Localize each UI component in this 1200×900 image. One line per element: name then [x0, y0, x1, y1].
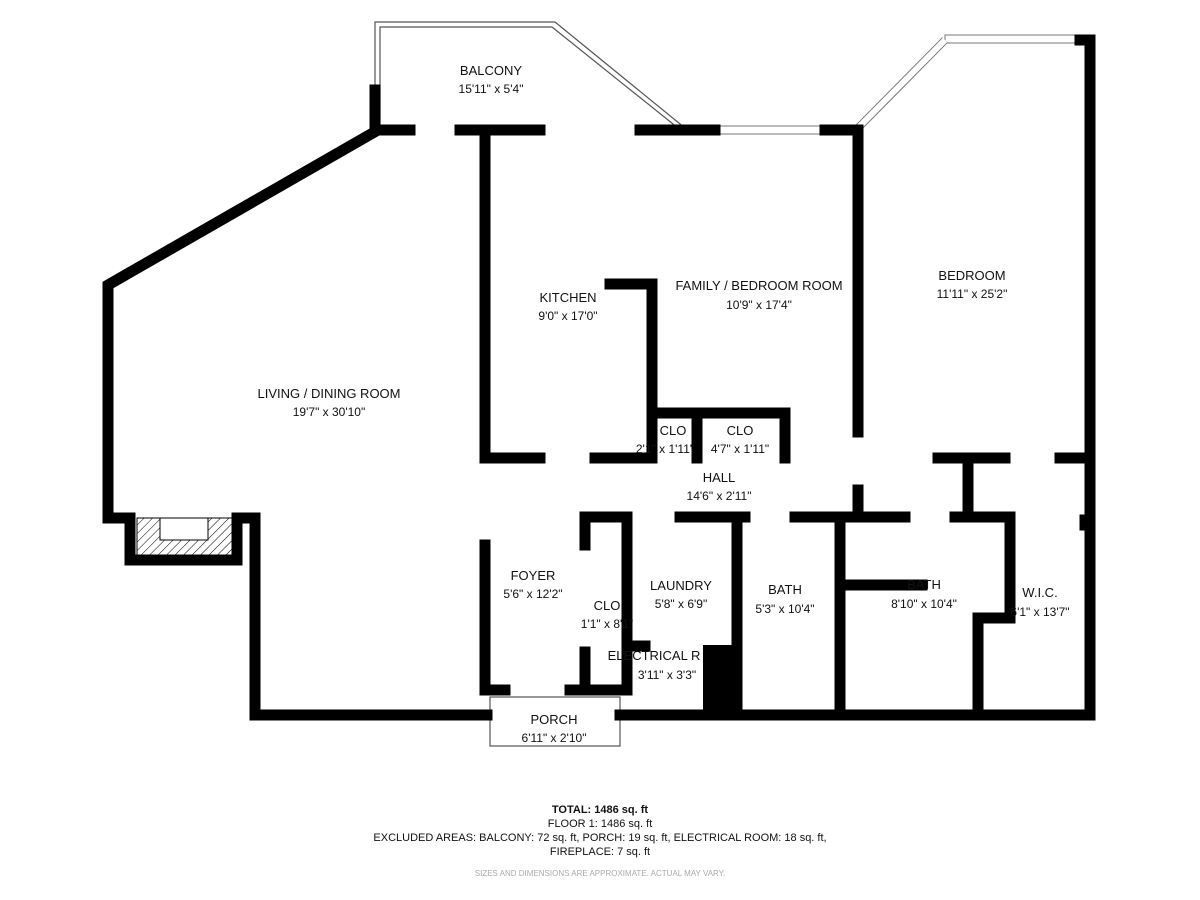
room-name-bath1: BATH [768, 582, 802, 597]
room-dims-bedroom: 11'11" x 25'2" [937, 287, 1008, 301]
porch-outline [489, 696, 621, 747]
room-name-family: FAMILY / BEDROOM ROOM [675, 278, 842, 293]
room-name-porch: PORCH [531, 712, 578, 727]
excluded-areas-cont: FIREPLACE: 7 sq. ft [549, 846, 651, 858]
room-dims-clo3: 1'1" x 8'1" [581, 617, 633, 631]
room-dims-living: 19'7" x 30'10" [293, 405, 366, 419]
room-dims-hall: 14'6" x 2'11" [687, 489, 752, 503]
room-dims-electrical: 3'11" x 3'3" [638, 668, 696, 682]
room-dims-bath2: 8'10" x 10'4" [891, 597, 957, 611]
room-name-kitchen: KITCHEN [539, 290, 596, 305]
room-dims-clo2: 4'7" x 1'11" [711, 442, 769, 456]
room-dims-porch: 6'11" x 2'10" [522, 731, 587, 745]
room-name-clo3: CLO [594, 598, 621, 613]
room-name-bath2: BATH [907, 577, 941, 592]
shaft [703, 645, 737, 717]
room-dims-bath1: 5'3" x 10'4" [755, 602, 814, 616]
room-name-hall: HALL [703, 470, 736, 485]
room-name-living: LIVING / DINING ROOM [257, 386, 400, 401]
room-name-clo1: CLO [660, 423, 687, 438]
room-name-foyer: FOYER [511, 568, 556, 583]
room-dims-foyer: 5'6" x 12'2" [503, 587, 562, 601]
room-dims-clo1: 2'1" x 1'11" [636, 442, 694, 456]
room-name-bedroom: BEDROOM [938, 268, 1005, 283]
excluded-areas: EXCLUDED AREAS: BALCONY: 72 sq. ft, PORC… [373, 832, 827, 844]
room-name-electrical: ELECTRICAL R [608, 648, 701, 663]
room-name-clo2: CLO [727, 423, 754, 438]
total-area: TOTAL: 1486 sq. ft [551, 804, 649, 816]
room-dims-wic: 6'1" x 13'7" [1010, 605, 1069, 619]
windows [103, 34, 1081, 491]
room-name-laundry: LAUNDRY [650, 578, 712, 593]
room-dims-kitchen: 9'0" x 17'0" [538, 309, 597, 323]
room-name-balcony: BALCONY [460, 63, 522, 78]
disclaimer: SIZES AND DIMENSIONS ARE APPROXIMATE. AC… [474, 869, 726, 878]
room-dims-laundry: 5'8" x 6'9" [655, 597, 707, 611]
walls [102, 34, 1096, 721]
area-summary: TOTAL: 1486 sq. ft FLOOR 1: 1486 sq. ft … [0, 803, 1200, 859]
balcony-outline [374, 21, 686, 130]
floor-area: FLOOR 1: 1486 sq. ft [547, 818, 653, 830]
room-dims-family: 10'9" x 17'4" [726, 298, 792, 312]
room-name-wic: W.I.C. [1022, 585, 1057, 600]
room-dims-balcony: 15'11" x 5'4" [459, 82, 524, 96]
